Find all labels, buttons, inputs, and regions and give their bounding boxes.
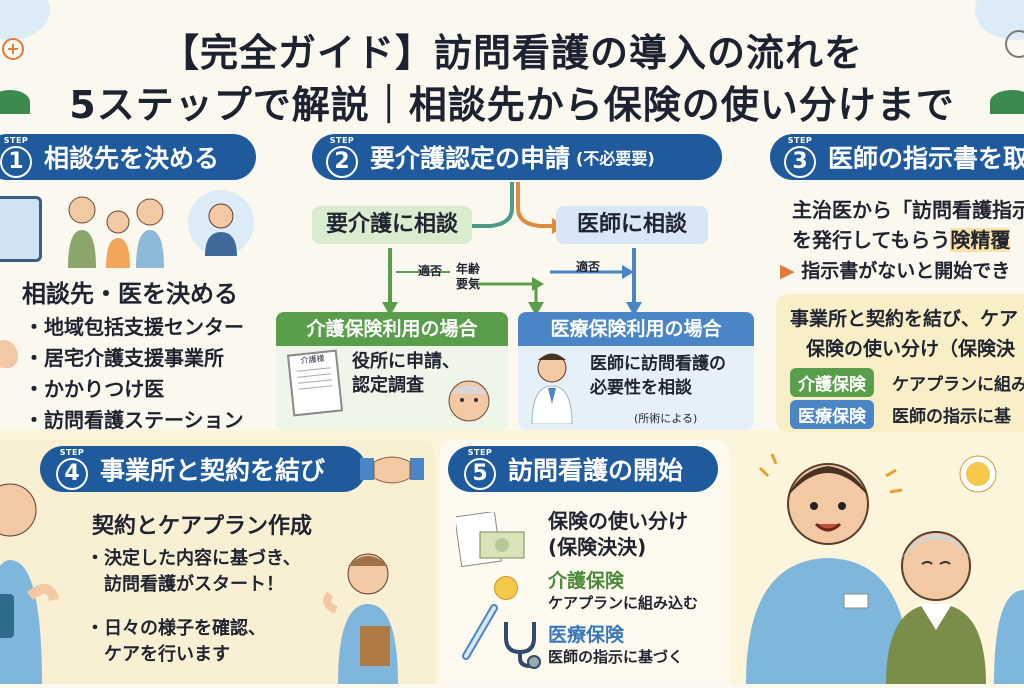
step3-box-line2: 保険の使い分け（保険決 (806, 338, 1016, 360)
stethoscope-icon (500, 618, 546, 670)
handshake-icon (360, 448, 424, 492)
arrow-label-mid: 年齢 要気 (456, 262, 481, 291)
step2-note: (不必要要) (576, 149, 655, 168)
step5-medical-label: 医療保険 (548, 624, 625, 646)
nurse-left-illustration (0, 470, 60, 684)
step1-heading: 相談先・医を決める (22, 280, 238, 308)
bill-document-icon (454, 510, 526, 568)
list-item: ・かかりつけ医 (24, 377, 165, 401)
warning-arrow-icon: ▶ (780, 260, 795, 282)
step5-care-text: ケアプランに組み込む (548, 594, 699, 612)
arrow-label-left: 適否 (418, 264, 443, 278)
elderly-man-icon (446, 378, 492, 424)
step3-tag-medical: 医療保険 (790, 400, 874, 429)
doctor-icon (524, 348, 580, 425)
step2-right-box: 医師に相談 (556, 206, 708, 244)
step3-text2: を発行してもらう険精覆 (792, 228, 1011, 252)
care-insurance-title: 介護保険利用の場合 (276, 312, 508, 346)
page-title-line2: 5ステップで解説｜相談先から保険の使い分けまで (69, 83, 955, 127)
step5-label: 訪問看護の開始 (508, 456, 684, 485)
care-insurance-text: 役所に申請、 認定調査 (352, 351, 460, 396)
nurse-elder-illustration (736, 440, 1024, 684)
hill-icon-right (990, 90, 1024, 114)
step4-bullet2: ・日々の様子を確認、 ケアを行います (86, 618, 266, 665)
step5-heading: 保険の使い分け (保険決決) (548, 509, 688, 559)
step3-highlight: 険精覆 (950, 228, 1011, 252)
family-illustration (60, 188, 172, 268)
step3-tag-medical-text: 医師の指示に基 (892, 407, 1011, 427)
step1-list: ・地域包括支援センター ・居宅介護支援事業所 ・かかりつけ医 ・訪問看護ステーシ… (24, 312, 244, 436)
step1-label: 相談先を決める (44, 144, 220, 173)
step5-care-label: 介護保険 (548, 570, 625, 592)
thermometer-icon (458, 604, 502, 664)
advisor-illustration (188, 190, 254, 256)
arrow-label-right: 適否 (576, 260, 601, 274)
list-item: ・訪問看護ステーション (24, 408, 244, 432)
step3-box-line1: 事業所と契約を結び、ケア (790, 308, 1019, 330)
step3-label: 医師の指示書を取 (828, 144, 1024, 173)
step4-label: 事業所と契約を結び (100, 456, 326, 485)
document-icon: 介護様 (286, 349, 344, 417)
smile-coin-icon (494, 576, 518, 600)
list-item: ・地域包括支援センター (24, 315, 244, 339)
list-item: ・居宅介護支援事業所 (24, 346, 224, 370)
flow-arrows (382, 182, 642, 316)
circle-icon-right (1005, 30, 1024, 58)
waving-hand-icon (0, 340, 18, 368)
step2-label: 要介護認定の申請 (370, 144, 571, 173)
step3-tag-care-text: ケアプランに組み (892, 375, 1024, 395)
step5-medical-text: 医師の指示に基づく (548, 648, 684, 666)
step4-bullet1: ・決定した内容に基づき、 訪問看護がスタート！ (86, 548, 301, 595)
plus-icon: + (2, 38, 24, 60)
step3-tag-care: 介護保険 (790, 368, 874, 397)
nurse-clipboard-illustration (316, 540, 416, 684)
page-title-line1: 【完全ガイド】訪問看護の導入の流れを (160, 31, 863, 75)
step3-warning: ▶ 指示書がないと開始でき (780, 260, 1011, 282)
step3-text1: 主治医から「訪問看護指示 (792, 198, 1024, 222)
hill-icon (0, 90, 30, 114)
medical-insurance-title: 医療保険利用の場合 (518, 312, 754, 346)
phone-icon (0, 196, 42, 262)
step4-heading: 契約とケアプラン作成 (92, 514, 313, 539)
medical-insurance-text: 医師に訪問看護の 必要性を相談 (590, 354, 726, 398)
step2-left-box: 要介護に相談 (312, 206, 472, 244)
medical-insurance-note: (所術による) (634, 412, 698, 425)
